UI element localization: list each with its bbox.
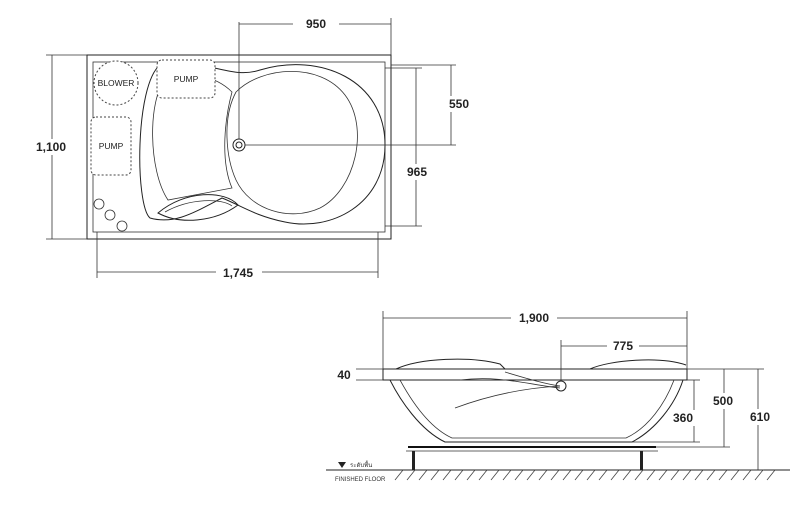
dim-total-height: 610 [750,410,770,424]
dim-overall-width: 1,100 [36,140,66,154]
drain-outer [232,138,246,152]
dim-inner-depth: 965 [407,165,427,179]
dim-overall-length: 1,900 [519,311,549,325]
dim-inner-length: 1,745 [223,266,253,280]
pump-top-label: PUMP [174,74,199,84]
support-leg-left [412,451,415,470]
pump-left-label: PUMP [99,141,124,151]
interior-curve-2 [454,385,561,409]
basin-outer-contour [139,63,386,225]
rim-headrest-left [395,358,506,370]
level-marker-icon [338,462,346,468]
support-leg-right [640,451,643,470]
dim-inner-height: 360 [673,411,693,425]
control-knob-2 [104,209,116,221]
drain-inner [235,141,243,149]
floor-label-thai: ระดับพื้น [350,459,372,469]
pump-left-unit [90,116,132,176]
dim-depth-to-drain: 550 [449,97,469,111]
rim-headrest-right [589,359,687,370]
headrest-leaf-inner [164,200,233,213]
dim-rim-height: 500 [713,394,733,408]
plan-view: BLOWER PUMP PUMP 950 1,100 550 [30,16,471,280]
floor-label-en: FINISHED FLOOR [335,477,386,483]
blower-unit [93,60,139,106]
pump-top-unit [156,59,216,99]
tub-body [389,379,684,443]
basin-right-lobe [226,70,358,215]
basin-left-lobe [152,74,233,201]
floor-hatching [394,469,776,481]
dim-drain-offset: 950 [306,17,326,31]
dim-rim-thickness: 40 [337,368,351,382]
rim-top [382,368,688,381]
blower-label: BLOWER [98,78,135,88]
section-view: ระดับพื้น FINISHED FLOOR 1,900 775 40 36… [326,310,790,483]
tub-body-inner [399,379,675,439]
control-knob-3 [116,220,128,232]
dim-drain-offset-section: 775 [613,339,633,353]
control-knob-1 [93,198,105,210]
headrest-leaf [157,194,239,221]
